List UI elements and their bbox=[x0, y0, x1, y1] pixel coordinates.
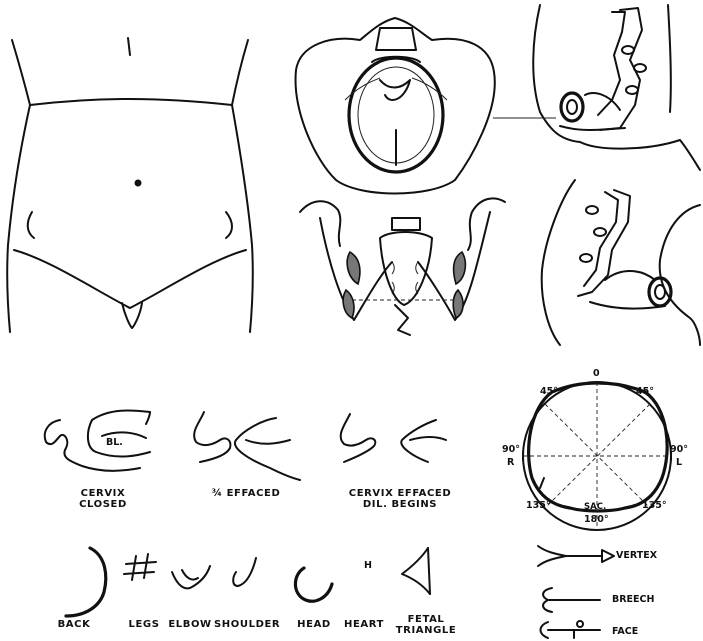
shoulder-label: SHOULDER bbox=[214, 619, 278, 630]
legs-label: LEGS bbox=[122, 619, 166, 630]
dial-45-left-label: 45° bbox=[540, 386, 558, 397]
back-symbol bbox=[66, 548, 106, 616]
cervix-closed-drawing bbox=[45, 410, 150, 470]
head-label: HEAD bbox=[292, 619, 336, 630]
fetal-triangle-line-2: TRIANGLE bbox=[388, 625, 464, 636]
heart-label: HEART bbox=[338, 619, 390, 630]
cervix-effaced-drawing bbox=[194, 412, 300, 480]
dial-right-side-label: R bbox=[507, 457, 514, 468]
cervix-dilation-line-2: DIL. BEGINS bbox=[340, 499, 460, 510]
vertex-symbol bbox=[538, 546, 614, 566]
cervix-dilation-line-1: CERVIX EFFACED bbox=[340, 488, 460, 499]
effaced-label: ¾ EFFACED bbox=[196, 488, 296, 499]
face-symbol bbox=[541, 621, 601, 638]
sacrum-label: SAC. bbox=[584, 502, 606, 512]
fetal-triangle-label: FETAL TRIANGLE bbox=[388, 614, 464, 636]
elbow-label: ELBOW bbox=[166, 619, 214, 630]
cervix-dilation-label: CERVIX EFFACED DIL. BEGINS bbox=[340, 488, 460, 510]
dial-0-label: 0 bbox=[593, 368, 600, 379]
breech-symbol bbox=[543, 588, 600, 612]
dial-135-right-label: 135° bbox=[642, 500, 667, 511]
cervix-closed-line-2: CLOSED bbox=[58, 499, 148, 510]
abdomen-drawing bbox=[7, 38, 253, 332]
back-label: BACK bbox=[46, 619, 102, 630]
dial-135-left-label: 135° bbox=[526, 500, 551, 511]
dial-left-side-label: L bbox=[676, 457, 682, 468]
cervix-closed-label: CERVIX CLOSED bbox=[58, 488, 148, 510]
cervix-dilating-drawing bbox=[341, 414, 446, 462]
heart-symbol: H bbox=[364, 560, 372, 571]
face-label: FACE bbox=[612, 626, 638, 637]
legs-symbol bbox=[124, 554, 156, 580]
breech-label: BREECH bbox=[612, 594, 654, 605]
fetal-triangle-line-1: FETAL bbox=[388, 614, 464, 625]
dial-90-left-label: 90° bbox=[502, 444, 520, 455]
vertex-label: VERTEX bbox=[616, 550, 657, 561]
fetal-triangle-symbol bbox=[402, 548, 430, 594]
dial-45-right-label: 45° bbox=[636, 386, 654, 397]
cervix-closed-line-1: CERVIX bbox=[58, 488, 148, 499]
dial-90-right-label: 90° bbox=[670, 444, 688, 455]
pelvis-top-view bbox=[296, 18, 495, 194]
head-symbol bbox=[295, 568, 332, 601]
bladder-label: BL. bbox=[106, 437, 123, 448]
sagittal-view-upper bbox=[493, 5, 700, 170]
elbow-symbol bbox=[172, 566, 210, 588]
dial-180-label: 180° bbox=[584, 514, 609, 525]
shoulder-symbol bbox=[233, 558, 256, 586]
sagittal-view-lower bbox=[542, 180, 700, 345]
pelvis-front-view bbox=[300, 198, 505, 335]
navel bbox=[135, 180, 142, 187]
